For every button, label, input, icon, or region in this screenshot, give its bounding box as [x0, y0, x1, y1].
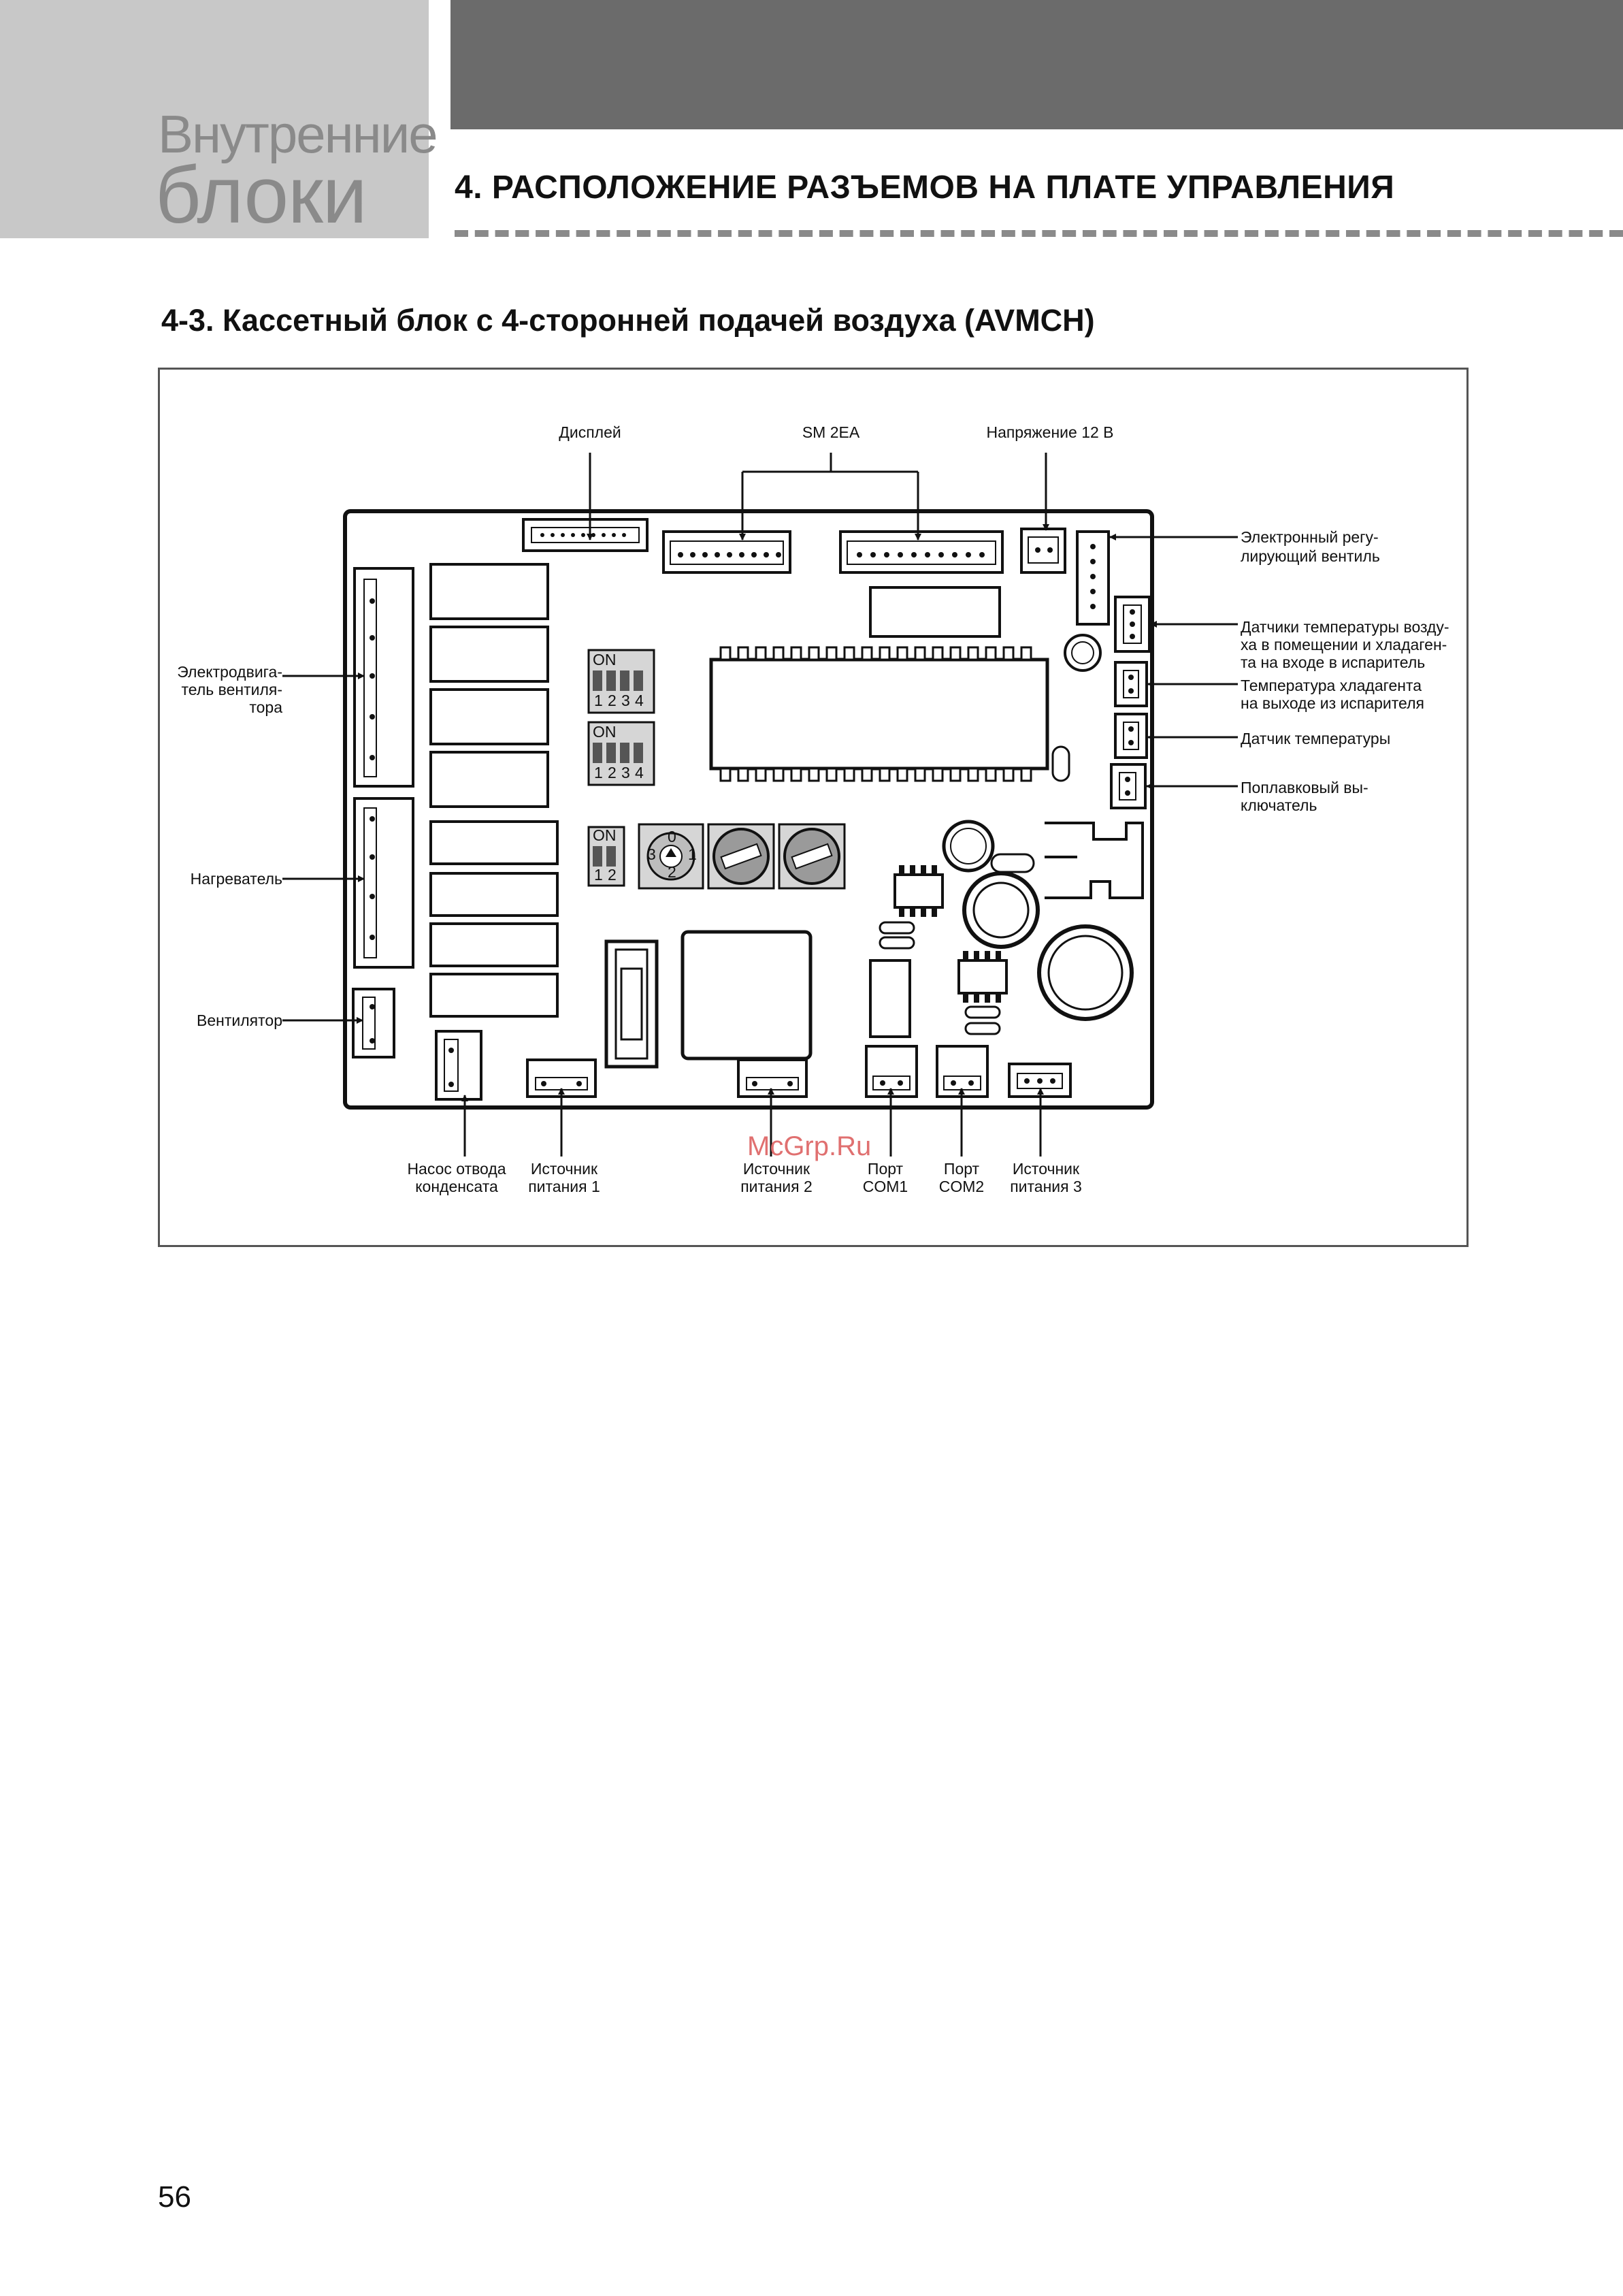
label-fan-motor-2: тель вентиля-: [182, 681, 282, 698]
dip-on-label: ON: [593, 826, 617, 844]
dip-pos-4: 4: [635, 764, 644, 781]
dip-pos-2: 2: [608, 866, 617, 884]
potentiometer-1: [707, 823, 775, 890]
watermark: McGrp.Ru: [747, 1131, 872, 1161]
sm2ea-connector-left: [662, 530, 791, 574]
label-drain-pump-1: Насос отвода: [407, 1160, 506, 1178]
fan-motor-connector: [353, 567, 414, 788]
dip-switch-1: ON 1 2 3 4: [587, 649, 655, 714]
section-tab-label-top: Внутренние: [158, 104, 438, 164]
label-fan: Вентилятор: [197, 1012, 282, 1029]
rotary-digit-3: 3: [647, 845, 656, 863]
label-power-3-2: питания 3: [1010, 1178, 1082, 1195]
crystal-oscillator: [990, 853, 1035, 873]
dip-pos-3: 3: [621, 692, 630, 709]
dip-pos-1: 1: [594, 866, 603, 884]
label-expansion-valve-2: лирующий вентиль: [1241, 547, 1380, 565]
oval-component: [1051, 745, 1070, 782]
label-fan-motor-1: Электродвига-: [177, 663, 282, 681]
fuse: [869, 959, 911, 1038]
label-power-2-1: Источник: [743, 1160, 810, 1178]
subsection-title: 4-3. Кассетный блок с 4-сторонней подаче…: [161, 303, 1095, 338]
label-chip: [869, 586, 1001, 638]
expansion-valve-connector: [1076, 530, 1110, 626]
label-fan-motor-3: тора: [249, 698, 282, 716]
power-2-connector: [737, 1058, 808, 1098]
board-diagram: ON 1 2 3 4 ON 1 2 3 4 ON 1 2 0 1 2 3: [177, 423, 1449, 1195]
rotary-digit-2: 2: [668, 863, 676, 881]
label-expansion-valve-1: Электронный регу-: [1241, 528, 1379, 546]
label-refrigerant-out-2: на выходе из испарителя: [1241, 694, 1424, 712]
ic-chip-1: [894, 865, 944, 917]
dip-pos-1: 1: [594, 692, 603, 709]
capacitor-xlarge: [1037, 924, 1134, 1021]
page-number: 56: [158, 2180, 191, 2214]
label-power-1-2: питания 1: [528, 1178, 600, 1195]
air-temp-sensor-connector: [1114, 596, 1151, 653]
drain-pump-connector: [435, 1030, 482, 1101]
rotary-digit-0: 0: [668, 828, 676, 845]
refrigerant-out-connector: [1114, 661, 1148, 707]
display-connector: [522, 518, 649, 552]
power-module: [681, 930, 813, 1061]
temp-sensor-connector: [1114, 713, 1148, 759]
transformer: [604, 939, 659, 1069]
label-refrigerant-out-1: Температура хладагента: [1241, 677, 1422, 694]
label-drain-pump-2: конденсата: [415, 1178, 498, 1195]
label-temp-sensor: Датчик температуры: [1241, 730, 1390, 747]
dip-on-label: ON: [593, 651, 617, 668]
fan-connector: [352, 988, 395, 1058]
dip-pos-1: 1: [594, 764, 603, 781]
label-com2-2: COM2: [939, 1178, 984, 1195]
label-power-3-1: Источник: [1013, 1160, 1080, 1178]
label-power-1-1: Источник: [531, 1160, 598, 1178]
label-com1-2: COM1: [863, 1178, 908, 1195]
potentiometer-2: [778, 823, 846, 890]
capacitor-small: [1064, 634, 1102, 672]
label-display: Дисплей: [559, 423, 621, 441]
rotary-switch: 0 1 2 3: [638, 823, 704, 890]
label-com1-1: Порт: [868, 1160, 904, 1178]
label-power-2-2: питания 2: [740, 1178, 813, 1195]
label-float-switch-2: ключатель: [1241, 796, 1317, 814]
label-sm2ea: SM 2EA: [802, 423, 860, 441]
rotary-digit-1: 1: [688, 845, 697, 863]
dip-pos-4: 4: [635, 692, 644, 709]
dip-switch-3: ON 1 2: [587, 826, 625, 887]
board-diagram-frame: ON 1 2 3 4 ON 1 2 3 4 ON 1 2 0 1 2 3: [158, 368, 1469, 1247]
ic-chip-2: [957, 951, 1008, 1003]
label-voltage-12v: Напряжение 12 В: [986, 423, 1113, 441]
resistors: [879, 921, 1001, 1035]
label-heater: Нагреватель: [191, 870, 282, 888]
dip-pos-2: 2: [608, 764, 617, 781]
section-tab-label-bottom: блоки: [155, 150, 367, 240]
capacitor-large: [962, 871, 1040, 949]
section-tab: [0, 0, 429, 238]
label-air-temp-1: Датчики температуры возду-: [1241, 618, 1449, 636]
dashed-divider: [455, 230, 1623, 237]
label-air-temp-2: ха в помещении и хладаген-: [1241, 636, 1447, 653]
label-float-switch-1: Поплавковый вы-: [1241, 779, 1368, 796]
relay-group: [429, 563, 559, 1018]
dip-pos-2: 2: [608, 692, 617, 709]
pcb-trace-pattern: [1045, 822, 1144, 899]
heater-connector: [353, 797, 414, 969]
dip-on-label: ON: [593, 723, 617, 741]
label-com2-1: Порт: [944, 1160, 980, 1178]
sm2ea-connector-right: [839, 530, 1004, 574]
header-bar: [450, 0, 1623, 129]
section-title: 4. РАСПОЛОЖЕНИЕ РАЗЪЕМОВ НА ПЛАТЕ УПРАВЛ…: [455, 169, 1395, 206]
dip-switch-2: ON 1 2 3 4: [587, 721, 655, 786]
label-air-temp-3: та на входе в испаритель: [1241, 653, 1425, 671]
microcontroller: [709, 646, 1049, 782]
leader-lines: [282, 453, 1238, 1157]
voltage-12v-connector: [1020, 528, 1066, 574]
float-switch-connector: [1110, 763, 1147, 809]
dip-pos-3: 3: [621, 764, 630, 781]
